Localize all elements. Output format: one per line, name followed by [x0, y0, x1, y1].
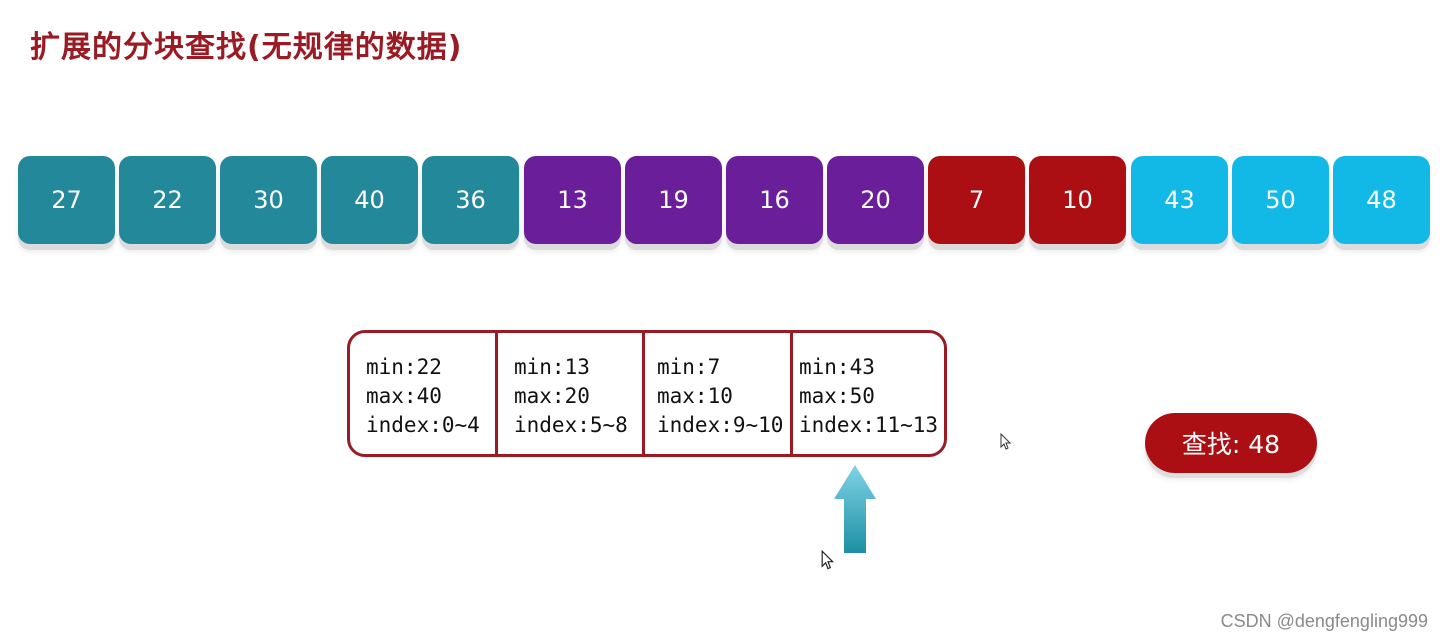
block-index: index:11~13: [799, 413, 939, 437]
block-min: min:7: [657, 355, 721, 379]
block-max: max:40: [366, 384, 442, 408]
array-cell: 19: [625, 156, 722, 244]
block-index: index:0~4: [366, 413, 480, 437]
block-min: min:13: [514, 355, 590, 379]
array-cell: 10: [1029, 156, 1126, 244]
block-index: index:9~10: [657, 413, 784, 437]
array-cell: 20: [827, 156, 924, 244]
page-title: 扩展的分块查找(无规律的数据): [30, 30, 463, 65]
array-cell: 36: [422, 156, 519, 244]
arrow-shape: [834, 465, 876, 553]
array-cell: 40: [321, 156, 418, 244]
array-cell: 50: [1232, 156, 1329, 244]
block-max: max:50: [799, 384, 875, 408]
block-max: max:20: [514, 384, 590, 408]
array-cell: 48: [1333, 156, 1430, 244]
array-cell: 22: [119, 156, 216, 244]
index-block: min:22 max:40 index:0~4: [350, 333, 498, 454]
watermark: CSDN @dengfengling999: [1220, 611, 1428, 631]
array-cell: 30: [220, 156, 317, 244]
array-cell: 7: [928, 156, 1025, 244]
mouse-pointer-icon: [821, 550, 835, 570]
block-min: min:22: [366, 355, 442, 379]
mouse-pointer-icon: [1000, 433, 1012, 450]
array-cell: 43: [1131, 156, 1228, 244]
block-index: index:5~8: [514, 413, 628, 437]
array-cell: 13: [524, 156, 621, 244]
block-min: min:43: [799, 355, 875, 379]
block-index-table: min:22 max:40 index:0~4 min:13 max:20 in…: [347, 330, 947, 457]
data-array: 27 22 30 40 36 13 19 16 20 7 10 43 50 48: [18, 156, 1432, 256]
block-max: max:10: [657, 384, 733, 408]
array-cell: 16: [726, 156, 823, 244]
index-block: min:43 max:50 index:11~13: [793, 333, 944, 454]
index-block: min:13 max:20 index:5~8: [498, 333, 645, 454]
array-cell: 27: [18, 156, 115, 244]
up-arrow-icon: [834, 465, 876, 553]
search-target-badge: 查找: 48: [1145, 413, 1317, 473]
index-block: min:7 max:10 index:9~10: [645, 333, 793, 454]
